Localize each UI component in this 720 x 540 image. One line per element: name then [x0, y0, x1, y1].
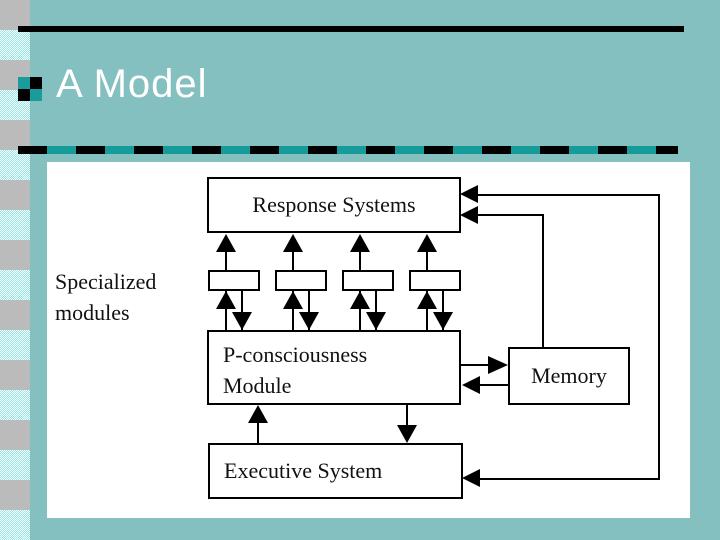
specialized-module-box-4 [409, 270, 461, 291]
slide-title: A Model [56, 62, 208, 106]
arrow-up-icon [350, 234, 370, 252]
arrow-left-icon [460, 206, 478, 224]
executive-system-label: Executive System [224, 458, 383, 483]
p-consciousness-label-line1: P-consciousness [223, 342, 368, 367]
specialized-modules-label: Specialized modules [55, 266, 156, 328]
connector-line [426, 291, 428, 330]
title-bullet-icon [18, 77, 42, 101]
connector-line [375, 291, 377, 330]
connector-line [478, 214, 544, 216]
connector-line [478, 194, 660, 196]
p-consciousness-label-line2: Module [223, 373, 292, 398]
connector-line [542, 214, 544, 347]
specialized-module-box-2 [275, 270, 327, 291]
arrow-down-icon [232, 312, 252, 330]
p-consciousness-box: P-consciousness Module [207, 330, 461, 405]
dashed-rule [18, 146, 678, 154]
arrow-up-icon [248, 405, 268, 423]
arrow-left-icon [462, 469, 480, 487]
connector-line [442, 291, 444, 330]
response-systems-box: Response Systems [207, 177, 461, 233]
connector-line [225, 291, 227, 330]
connector-line [480, 478, 660, 480]
arrow-down-icon [397, 425, 417, 443]
specialized-module-box-3 [342, 270, 394, 291]
connector-line [359, 252, 361, 270]
connector-line [241, 291, 243, 330]
connector-line [658, 194, 660, 480]
connector-line [308, 291, 310, 330]
connector-line [480, 384, 508, 386]
arrow-down-icon [433, 312, 453, 330]
connector-line [292, 252, 294, 270]
executive-system-box: Executive System [208, 443, 463, 499]
top-rule [18, 26, 684, 32]
specialized-modules-line1: Specialized [55, 269, 157, 294]
memory-box: Memory [508, 347, 630, 405]
arrow-right-icon [488, 356, 508, 374]
memory-label: Memory [531, 363, 607, 388]
connector-line [406, 405, 408, 425]
specialized-module-box-1 [208, 270, 260, 291]
arrow-up-icon [216, 234, 236, 252]
connector-line [292, 291, 294, 330]
connector-line [257, 423, 259, 443]
connector-line [460, 364, 490, 366]
arrow-up-icon [417, 234, 437, 252]
arrow-down-icon [299, 312, 319, 330]
arrow-up-icon [283, 234, 303, 252]
specialized-modules-line2: modules [55, 300, 130, 325]
arrow-left-icon [460, 185, 478, 203]
connector-line [359, 291, 361, 330]
connector-line [225, 252, 227, 270]
response-systems-label: Response Systems [252, 192, 416, 217]
arrow-left-icon [462, 376, 480, 394]
connector-line [426, 252, 428, 270]
arrow-down-icon [366, 312, 386, 330]
